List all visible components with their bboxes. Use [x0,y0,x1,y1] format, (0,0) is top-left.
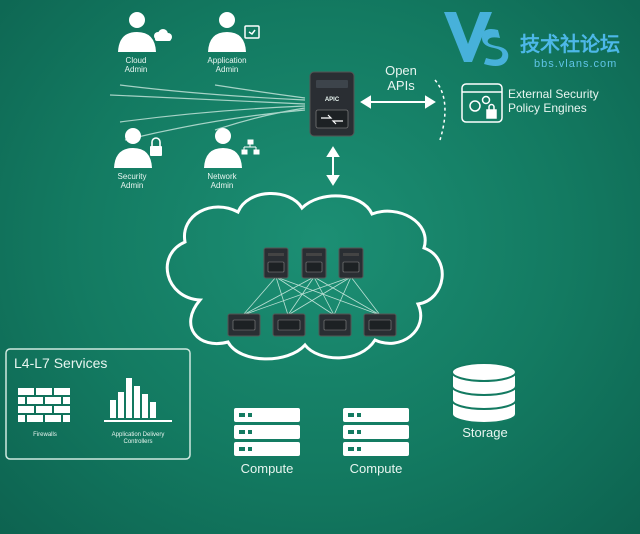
network-admin-label: Network Admin [207,172,237,191]
cloud-icon [154,29,172,41]
external-security-label: External Security Policy Engines [508,87,599,115]
compute-server-icon [343,408,409,456]
storage-label: Storage [462,425,508,440]
application-window-icon [244,25,260,39]
person-icon [208,12,246,52]
leaf-switch-icon [272,313,306,337]
l4-l7-services-title: L4-L7 Services [14,355,108,371]
lock-icon [150,137,162,156]
person-icon [118,12,156,52]
compute-label-1: Compute [240,461,294,476]
leaf-switch-icon [363,313,397,337]
open-apis-arrow [360,95,436,109]
spine-switch-icon [301,247,327,279]
apic-label: APIC [324,97,340,103]
spine-switch-icon [263,247,289,279]
compute-label-2: Compute [349,461,403,476]
spine-switch-icon [338,247,364,279]
application-admin-label: Application Admin [207,56,247,75]
storage-database-icon [451,362,517,424]
compute-server-icon [234,408,300,456]
watermark-en-text: bbs.vlans.com [534,58,618,70]
network-cloud [165,192,444,361]
watermark-logo-icon [444,12,509,66]
person-icon [204,128,242,168]
security-admin-label: Security Admin [117,172,147,191]
person-icon [114,128,152,168]
leaf-switch-icon [227,313,261,337]
l4-l7-services-box [5,348,191,460]
network-hierarchy-icon [241,139,260,155]
adc-icon [104,378,172,422]
external-security-icon [461,83,503,123]
fabric-mesh-lines [242,276,381,316]
firewalls-label: Firewalls [33,432,57,438]
open-apis-label: Open APIs [385,63,417,93]
leaf-switch-icon [318,313,352,337]
adc-label: Application Delivery Controllers [111,432,165,445]
dashed-curve [434,79,446,141]
cloud-admin-label: Cloud Admin [124,56,148,75]
vertical-double-arrow [326,146,340,186]
watermark-cn-text: 技术社论坛 [520,32,620,56]
firewall-icon [18,388,70,422]
apic-controller-icon [309,71,355,137]
admin-flow-lines [109,84,306,141]
